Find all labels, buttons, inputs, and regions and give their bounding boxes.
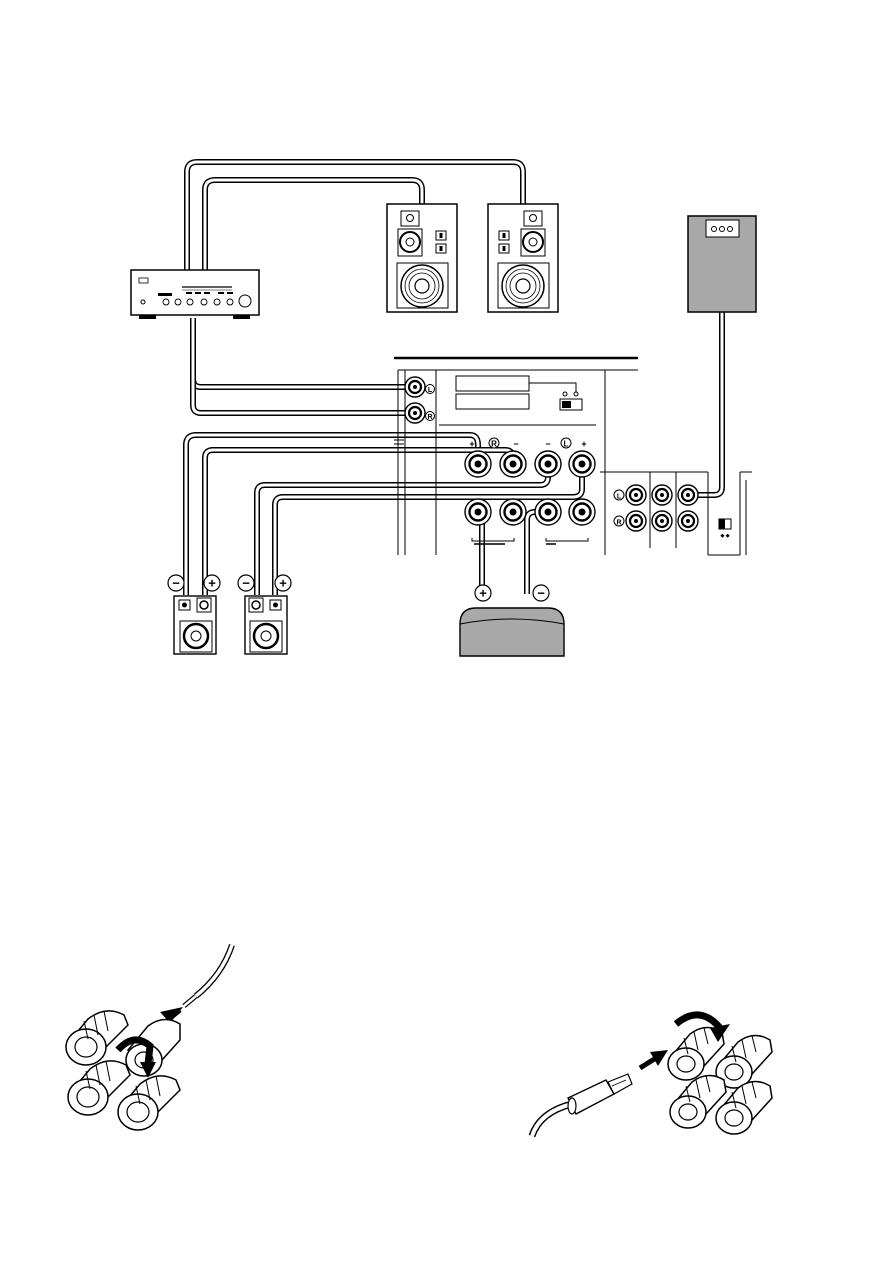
cable-sub-to-panel [688,312,722,495]
polarity-minus-label: − [242,576,250,591]
sub-panel: ◆ ◆ L R [600,472,752,555]
sub-label-l: L [617,494,622,501]
amp-rear-panel: L R + R − − L + [394,358,638,555]
sub-jack-l1[interactable] [626,485,646,505]
terminal-l-plus[interactable] [569,451,595,477]
terminal-l-minus-label: − [545,439,550,449]
cable-cd-to-input-l [193,318,410,387]
polarity-plus-label: + [479,586,487,601]
sub-jack-r3[interactable] [678,511,698,531]
sub-jack-r1[interactable] [626,511,646,531]
input-label-l: L [428,387,433,394]
sub-jack-l2[interactable] [652,485,672,505]
polarity-plus-label: + [279,576,287,591]
subwoofer [688,216,756,312]
terminal-l-minus[interactable] [535,451,561,477]
terminal-b-l-minus[interactable] [535,499,561,525]
svg-text:◆ ◆: ◆ ◆ [719,533,729,539]
banana-plug-connection-illustration [532,1015,772,1136]
terminal-b-r-plus[interactable] [465,499,491,525]
cd-player [131,270,259,319]
terminal-r-label: R [491,440,497,449]
sub-jack-r2[interactable] [652,511,672,531]
terminal-r-plus[interactable] [465,451,491,477]
terminal-b-r-minus[interactable] [500,499,526,525]
input-jack-r[interactable] [405,403,425,423]
terminal-r-plus-label: + [469,439,474,449]
terminal-b-l-plus[interactable] [569,499,595,525]
tower-speaker-right [488,204,558,312]
terminal-r-minus[interactable] [500,451,526,477]
input-jack-l[interactable] [405,377,425,397]
polarity-minus-label: − [537,586,545,601]
polarity-minus-label: − [172,576,180,591]
small-speaker-left: − + [168,575,220,654]
wire-r-minus [186,435,478,595]
terminal-l-plus-label: + [581,439,586,449]
small-speaker-right: − + [238,575,291,654]
rotate-arrow-icon [676,1015,720,1028]
sub-label-r: R [616,520,621,527]
tower-speaker-left [387,204,457,312]
sub-jack-l3[interactable] [678,485,698,505]
center-speaker: + − [460,585,564,656]
terminal-l-label: L [564,440,569,449]
polarity-plus-label: + [208,576,216,591]
terminal-r-minus-label: − [513,439,518,449]
input-label-r: R [427,414,432,421]
bare-wire-connection-illustration [66,945,232,1130]
